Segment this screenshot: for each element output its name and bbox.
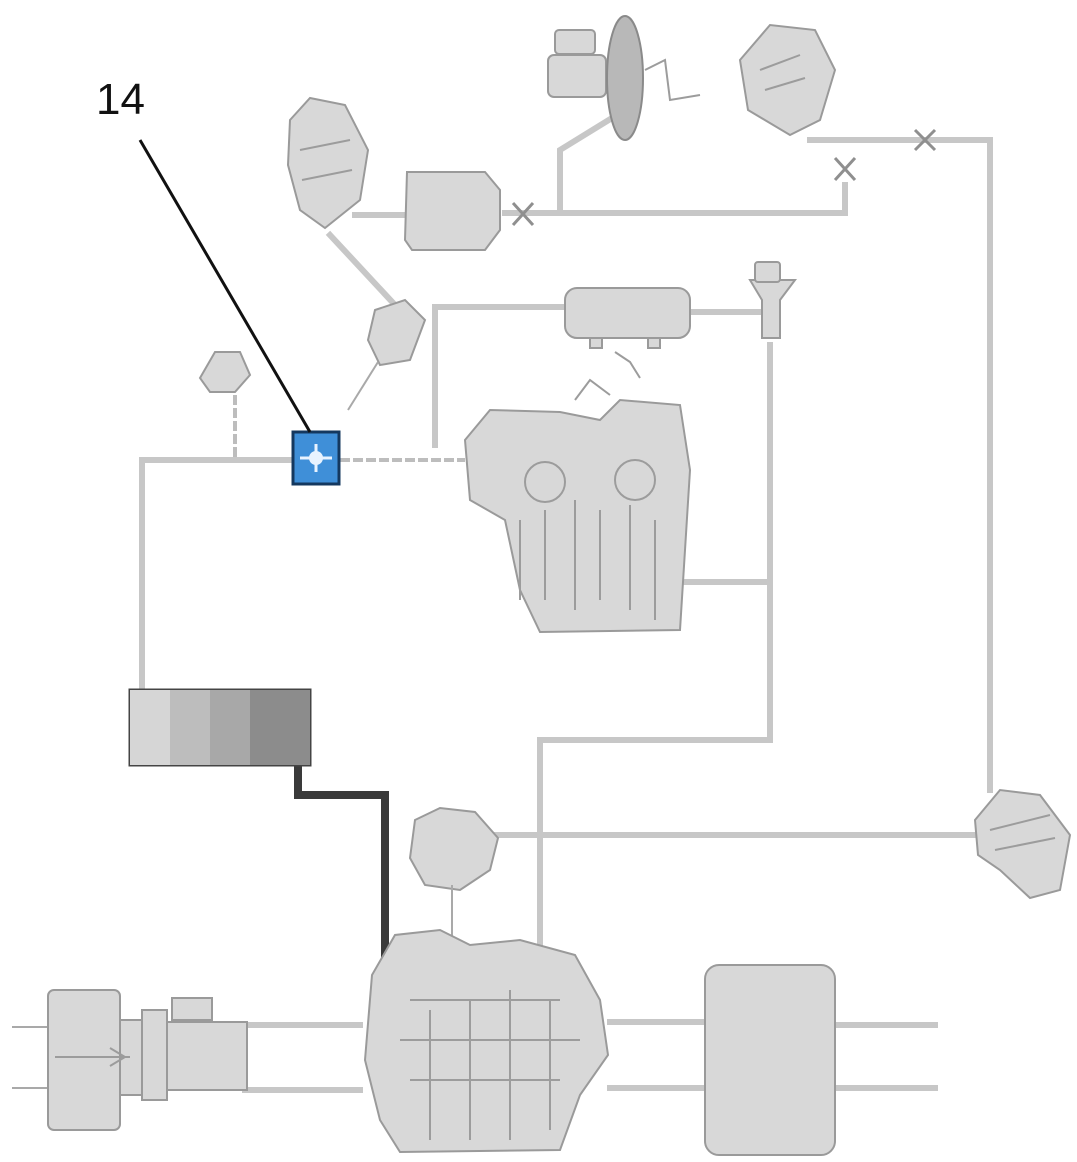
oil-cooler bbox=[130, 690, 310, 765]
top-left-valve bbox=[288, 98, 368, 228]
drive-motor bbox=[48, 990, 247, 1130]
reservoir bbox=[405, 172, 500, 250]
brake-cylinder bbox=[705, 965, 835, 1155]
top-right-valve bbox=[740, 25, 835, 135]
highlighted-component bbox=[293, 432, 339, 484]
booster-cylinder bbox=[348, 300, 425, 410]
bottom-right-valve bbox=[975, 790, 1070, 898]
dark-fluid-line bbox=[298, 765, 385, 962]
gearbox-housing bbox=[465, 380, 690, 632]
master-cylinder-booster bbox=[548, 16, 700, 140]
accumulator-tank bbox=[565, 288, 690, 378]
small-sensor bbox=[200, 352, 250, 392]
pressure-sensor bbox=[750, 262, 795, 338]
transmission-pump bbox=[365, 930, 608, 1152]
